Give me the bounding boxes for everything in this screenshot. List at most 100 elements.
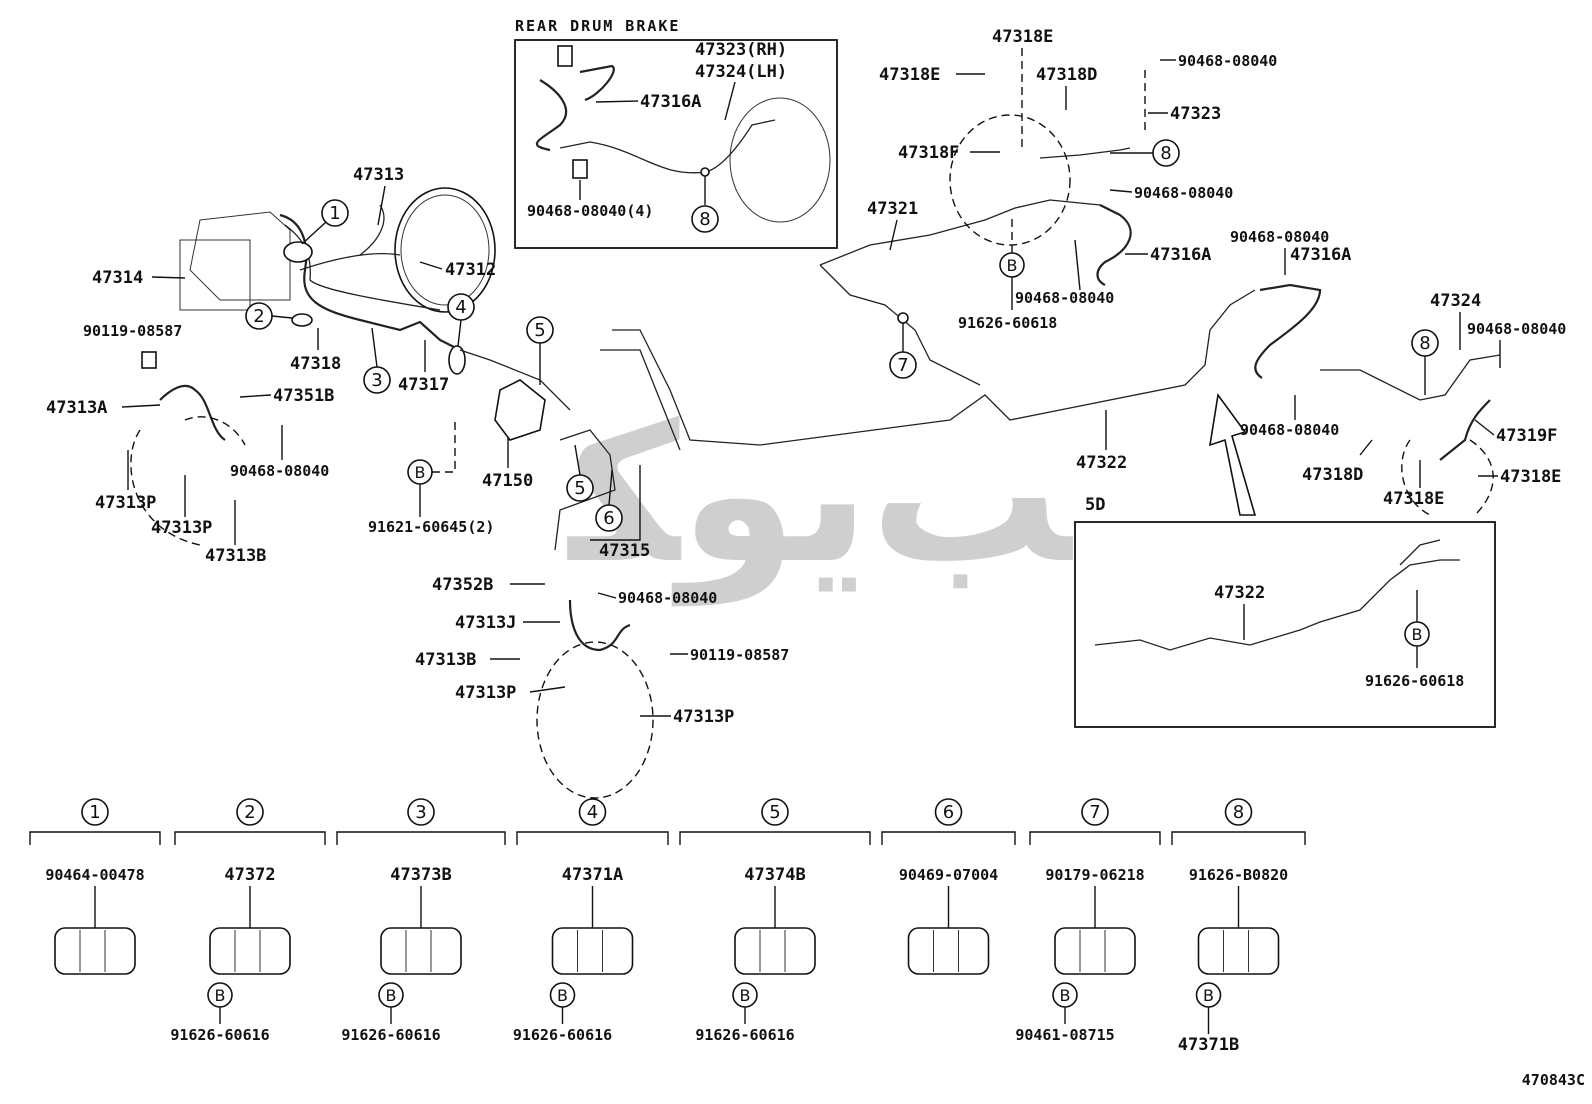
abs-actuator <box>494 379 546 441</box>
label-47318: 47318 <box>290 354 341 374</box>
hose-47316a-mid <box>1096 204 1132 286</box>
clamp-bolt-number: 47371B <box>1178 1035 1239 1055</box>
label-47318d-top: 47318D <box>1036 65 1097 85</box>
clamp-4 <box>448 345 466 375</box>
label-47318f: 47318F <box>898 143 959 163</box>
label-47313p-3: 47313P <box>455 683 516 703</box>
bubble-b-label: B <box>1203 986 1214 1005</box>
callout-number: 3 <box>415 802 426 823</box>
label-90468-08040-r4: 90468-08040 <box>1230 228 1329 246</box>
clamp-bolt-number: 91626-60616 <box>170 1026 269 1044</box>
hose-47319f <box>1439 399 1491 461</box>
label-47317: 47317 <box>398 375 449 395</box>
bracket-line <box>336 831 506 845</box>
label-90468-08040-r6: 90468-08040 <box>1240 421 1339 439</box>
hose-47316a-right <box>1254 283 1322 379</box>
label-47322-inset: 47322 <box>1214 583 1265 603</box>
label-47313b-left: 47313B <box>205 546 266 566</box>
label-47321: 47321 <box>867 199 918 219</box>
svg-text:B: B <box>415 463 426 482</box>
front-hose-mid <box>568 599 631 652</box>
label-47313p-4: 47313P <box>673 707 734 727</box>
callout-circle <box>236 798 264 826</box>
svg-text:4: 4 <box>455 297 466 318</box>
label-47313b-mid: 47313B <box>415 650 476 670</box>
front-section <box>130 187 654 799</box>
clamp-bolt-number: 91626-60616 <box>513 1026 612 1044</box>
clamp-legend: 190464-00478247372B91626-60616347373BB91… <box>29 798 1306 1055</box>
clamp-shape <box>1197 927 1280 975</box>
label-47319f: 47319F <box>1496 426 1557 446</box>
svg-text:8: 8 <box>1160 143 1171 164</box>
clamp-part-number: 47371A <box>562 865 623 885</box>
joint <box>700 167 710 177</box>
label-47324-lh: 47324(LH) <box>695 62 787 82</box>
clamp-shape <box>907 927 990 975</box>
clamp-shape <box>734 927 816 975</box>
callout-circle <box>81 798 109 826</box>
svg-text:1: 1 <box>329 203 340 224</box>
label-47324: 47324 <box>1430 291 1481 311</box>
label-47318e-top: 47318E <box>992 27 1053 47</box>
label-90468-08040-r3: 90468-08040 <box>1015 289 1114 307</box>
svg-text:3: 3 <box>371 370 382 391</box>
label-90468-08040-4: 90468-08040(4) <box>527 202 653 220</box>
label-47323-rh: 47323(RH) <box>695 40 787 60</box>
callout-1 <box>321 199 349 227</box>
watermark: ﺐﻳﻮﻜ <box>567 384 1073 607</box>
label-47314: 47314 <box>92 268 143 288</box>
inset-5d-frame <box>1074 521 1496 728</box>
label-47313p-2: 47313P <box>151 518 212 538</box>
label-47318e-r2: 47318E <box>1500 467 1561 487</box>
clamp-shape <box>54 927 136 975</box>
bracket-line <box>679 831 871 845</box>
inset-5d-title: 5D <box>1085 495 1105 515</box>
svg-text:2: 2 <box>253 306 264 327</box>
rear-labels: 47318E 47318E 47318D 90468-08040 47323 4… <box>867 27 1566 509</box>
callout-circle <box>407 798 435 826</box>
callout-circle <box>761 798 789 826</box>
callout-number: 2 <box>244 802 255 823</box>
diagram-code: 470843C <box>1522 1071 1585 1089</box>
callout-number: 5 <box>769 802 780 823</box>
clamp-bolt-number: 90461-08715 <box>1015 1026 1114 1044</box>
svg-text:8: 8 <box>1419 333 1430 354</box>
label-47313j: 47313J <box>455 613 516 633</box>
wheel-outline <box>536 641 654 799</box>
label-47313a: 47313A <box>46 398 107 418</box>
bubble-b-label: B <box>215 986 226 1005</box>
label-47318e-left: 47318E <box>879 65 940 85</box>
line-47324 <box>1320 354 1501 401</box>
callout-number: 1 <box>89 802 100 823</box>
bubble-b-label: B <box>386 986 397 1005</box>
label-47315: 47315 <box>599 541 650 561</box>
line-47322-5d <box>1094 559 1460 651</box>
bracket-line <box>29 831 161 845</box>
brake-line <box>559 119 776 174</box>
bracket-line <box>1029 831 1161 845</box>
bracket-line <box>174 831 326 845</box>
clamp-shape <box>551 927 634 975</box>
clamp-shape <box>380 927 462 975</box>
label-47313p-1: 47313P <box>95 493 156 513</box>
label-47312: 47312 <box>445 260 496 280</box>
svg-text:6: 6 <box>603 508 614 529</box>
inset-frame <box>514 39 838 249</box>
svg-text:8: 8 <box>699 209 710 230</box>
rear-wheel-outline <box>949 114 1071 246</box>
clamp-bolt-number: 91626-60616 <box>695 1026 794 1044</box>
clamp-shape <box>1054 927 1136 975</box>
callout-circle <box>578 798 607 826</box>
clamp-1 <box>283 241 313 263</box>
clip <box>557 45 573 67</box>
label-47351b: 47351B <box>273 386 334 406</box>
label-47316a-right: 47316A <box>1290 245 1351 265</box>
label-90468-08040-r5: 90468-08040 <box>1467 320 1566 338</box>
clamp-part-number: 47374B <box>744 865 805 885</box>
